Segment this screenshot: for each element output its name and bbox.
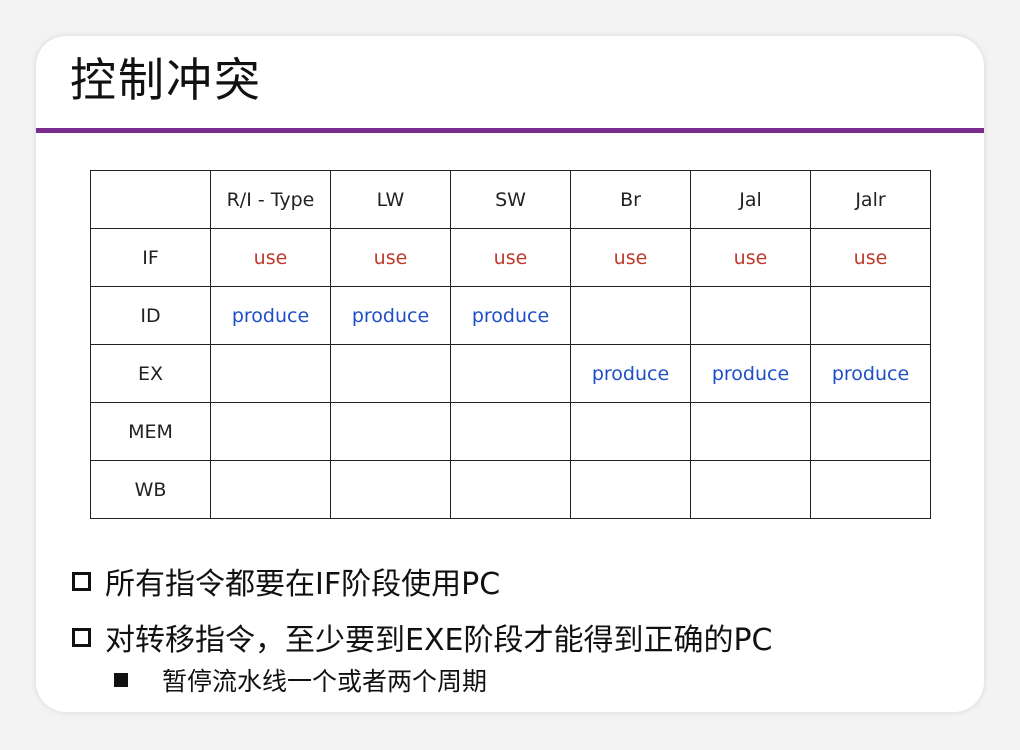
table-header-cell: Jal (690, 170, 811, 229)
stage-label: IF (90, 228, 211, 287)
filled-square-bullet-icon (114, 673, 128, 687)
table-cell (210, 344, 331, 403)
table-cell (690, 402, 811, 461)
table-row-ex: EX produce produce produce (90, 344, 931, 403)
table-header-row: R/I - Type LW SW Br Jal Jalr (90, 170, 931, 229)
table-cell (450, 402, 571, 461)
table-cell: use (210, 228, 331, 287)
table-cell: use (810, 228, 931, 287)
sub-bullet-text: 暂停流水线一个或者两个周期 (162, 667, 488, 696)
stage-label: ID (90, 286, 211, 345)
table-cell (450, 460, 571, 519)
bullet-text: 对转移指令，至少要到EXE阶段才能得到正确的PC (105, 623, 773, 658)
pipeline-stage-table: R/I - Type LW SW Br Jal Jalr IF use use … (90, 170, 931, 519)
table-cell: produce (450, 286, 571, 345)
table-cell: produce (330, 286, 451, 345)
table-cell: produce (690, 344, 811, 403)
table-header-corner (90, 170, 211, 229)
table-cell (810, 286, 931, 345)
table-row-mem: MEM (90, 402, 931, 461)
table-row-if: IF use use use use use use (90, 228, 931, 287)
table-cell: produce (570, 344, 691, 403)
table-cell: use (330, 228, 451, 287)
stage-label: EX (90, 344, 211, 403)
table-cell (810, 402, 931, 461)
table-cell (330, 402, 451, 461)
table-cell: produce (210, 286, 331, 345)
stage-label: MEM (90, 402, 211, 461)
slide-title: 控制冲突 (70, 53, 262, 107)
table-cell (690, 286, 811, 345)
title-divider (36, 128, 984, 133)
stage-label: WB (90, 460, 211, 519)
table-cell (690, 460, 811, 519)
bullet-item: 对转移指令，至少要到EXE阶段才能得到正确的PC (72, 612, 972, 662)
table-cell (450, 344, 571, 403)
table-cell (810, 460, 931, 519)
table-header-cell: SW (450, 170, 571, 229)
slide: 控制冲突 R/I - Type LW SW Br Jal Jalr IF use… (36, 36, 984, 712)
table-row-wb: WB (90, 460, 931, 519)
table-header-cell: LW (330, 170, 451, 229)
table-row-id: ID produce produce produce (90, 286, 931, 345)
table-cell: use (570, 228, 691, 287)
sub-bullet-item: 暂停流水线一个或者两个周期 (72, 660, 972, 700)
table-cell: produce (810, 344, 931, 403)
table-cell (570, 286, 691, 345)
table-cell (570, 460, 691, 519)
table-cell (330, 460, 451, 519)
bullet-item: 所有指令都要在IF阶段使用PC (72, 556, 972, 606)
bullet-text: 所有指令都要在IF阶段使用PC (105, 567, 501, 602)
table-cell (570, 402, 691, 461)
bullet-list: 所有指令都要在IF阶段使用PC 对转移指令，至少要到EXE阶段才能得到正确的PC… (72, 556, 972, 700)
table-cell: use (450, 228, 571, 287)
table-cell: use (690, 228, 811, 287)
hollow-square-bullet-icon (72, 627, 91, 647)
table-cell (210, 402, 331, 461)
table-cell (330, 344, 451, 403)
table-cell (210, 460, 331, 519)
table-header-cell: R/I - Type (210, 170, 331, 229)
hollow-square-bullet-icon (72, 571, 91, 591)
table-header-cell: Br (570, 170, 691, 229)
table-header-cell: Jalr (810, 170, 931, 229)
